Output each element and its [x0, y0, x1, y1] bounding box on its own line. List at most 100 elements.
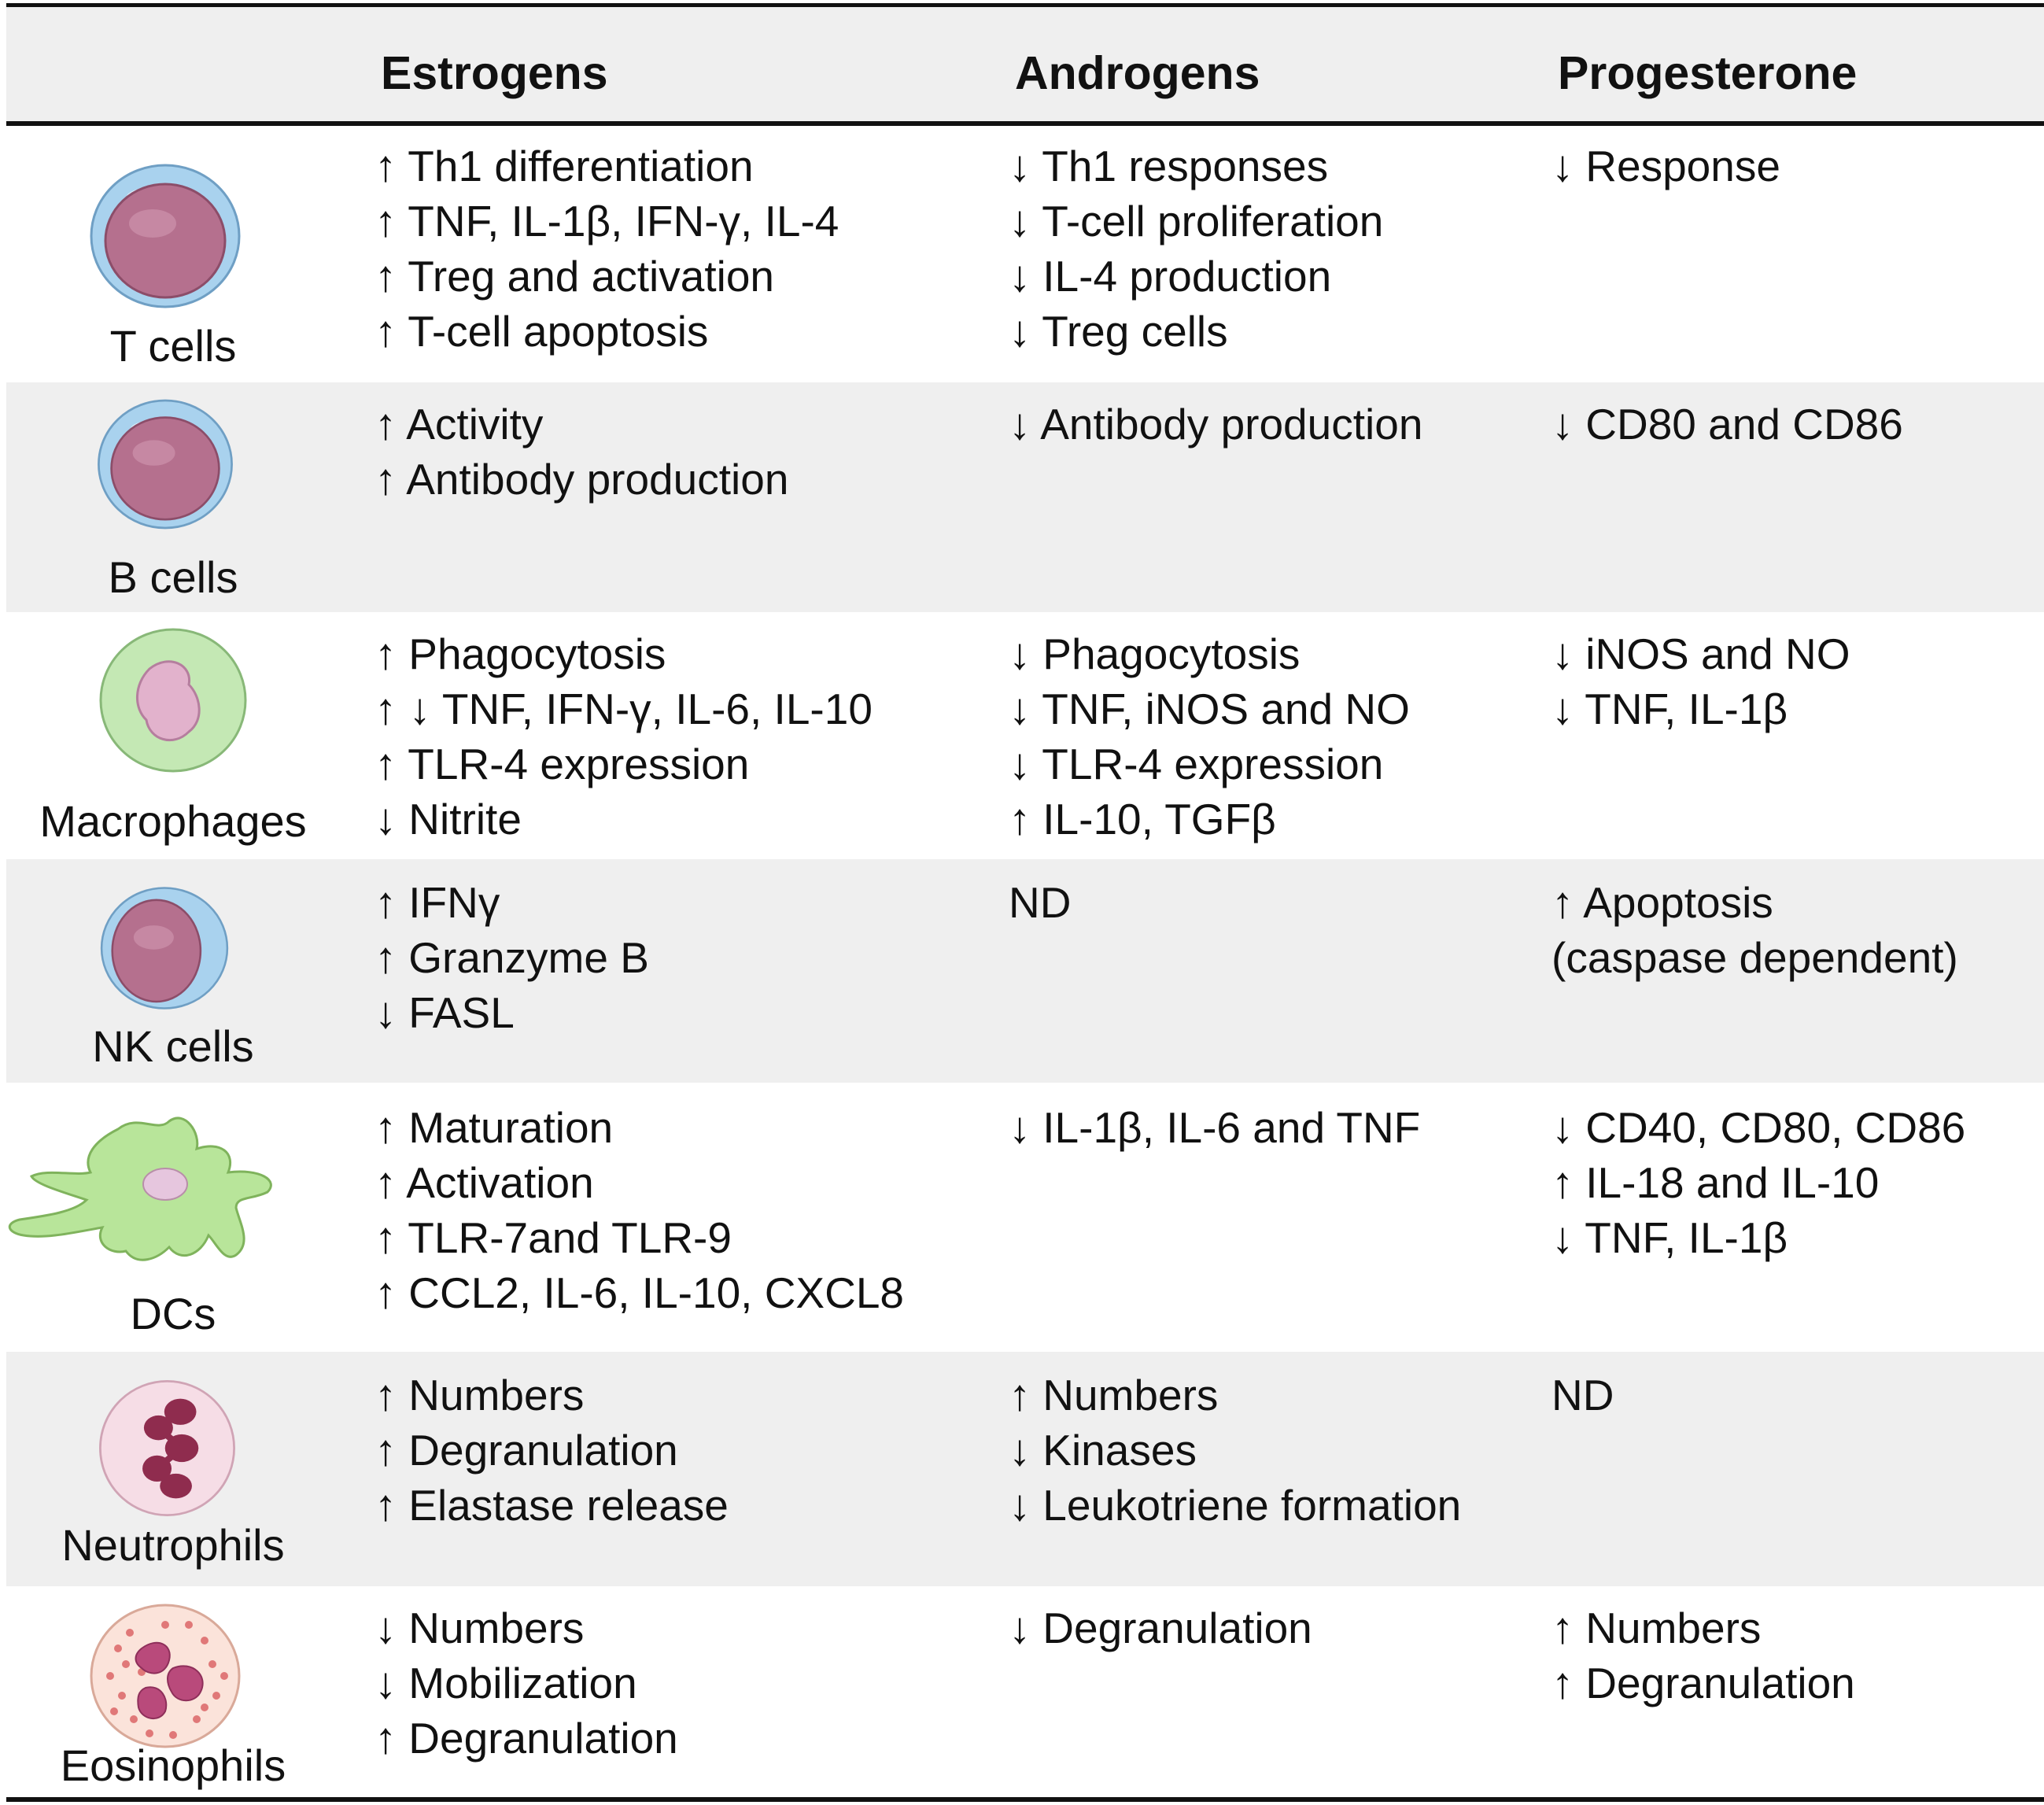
down-arrow-icon: ↓: [374, 794, 397, 843]
granule: [220, 1672, 228, 1680]
effect-text: IL-18 and IL-10: [1585, 1158, 1880, 1207]
granule: [122, 1660, 130, 1668]
arrow-gap: [1574, 1103, 1585, 1152]
arrow-gap: [1031, 1604, 1042, 1652]
effect-text: FASL: [408, 988, 515, 1037]
granule: [212, 1692, 220, 1700]
arrow-gap: [397, 1103, 408, 1152]
effect-text: Numbers: [1042, 1371, 1219, 1419]
up-arrow-icon: ↑: [1009, 1370, 1031, 1419]
arrow-gap: [397, 988, 408, 1037]
effect-line: ↓ TLR-4 expression: [1009, 736, 1410, 792]
up-arrow-icon: ↑: [374, 1268, 397, 1317]
estrogens-effects-cell: ↑ Activity↑ Antibody production: [374, 397, 788, 507]
androgens-effects-cell: ↓ Phagocytosis↓ TNF, iNOS and NO↓ TLR-4 …: [1009, 626, 1410, 847]
up-arrow-icon: ↑: [374, 251, 397, 301]
arrow-gap: [397, 629, 408, 678]
arrow-gap: [397, 1604, 408, 1652]
cell-nucleus: [111, 899, 202, 1003]
effect-text: Treg and activation: [408, 252, 775, 301]
progesterone-effects-cell: ND: [1551, 1368, 1614, 1423]
granule: [146, 1729, 153, 1737]
effect-line: ↓ FASL: [374, 985, 649, 1040]
cell-type-label: T cells: [109, 321, 237, 371]
down-arrow-icon: ↓: [374, 1658, 397, 1707]
effect-line: ↓ Phagocytosis: [1009, 626, 1410, 681]
arrow-gap: [1574, 685, 1585, 733]
up-arrow-icon: ↑: [374, 1713, 397, 1763]
effect-text: TNF, IL-1β: [1585, 685, 1788, 733]
effect-text: Elastase release: [408, 1481, 729, 1530]
granule: [185, 1621, 193, 1629]
arrow-gap: [397, 307, 408, 356]
effect-line: ↑ Granzyme B: [374, 930, 649, 985]
nucleus-lobe: [167, 1665, 204, 1702]
effect-text: TLR-4 expression: [408, 740, 750, 788]
effect-text: Leukotriene formation: [1042, 1481, 1462, 1530]
androgens-effects-cell: ↓ Antibody production: [1009, 397, 1422, 452]
granule: [201, 1703, 208, 1711]
granule: [110, 1707, 118, 1715]
nucleus-lobe: [135, 1641, 171, 1674]
down-arrow-icon: ↓: [1009, 684, 1031, 733]
effect-text: IL-1β, IL-6 and TNF: [1042, 1103, 1421, 1152]
effect-line: ↓ CD80 and CD86: [1551, 397, 1903, 452]
effect-line: ↑ Th1 differentiation: [374, 138, 839, 194]
up-arrow-icon: ↑: [374, 1370, 397, 1419]
effect-text: Mobilization: [408, 1659, 637, 1707]
effect-line: ↓ TNF, iNOS and NO: [1009, 681, 1410, 736]
down-arrow-icon: ↓: [374, 1603, 397, 1652]
effect-line: ↓ Response: [1551, 138, 1780, 194]
effect-line: ↑ Apoptosis: [1551, 875, 1958, 930]
cell-type-label: B cells: [108, 552, 238, 602]
estrogens-effects-cell: ↑ IFNγ↑ Granzyme B↓ FASL: [374, 875, 649, 1040]
effect-text: Degranulation: [1042, 1604, 1312, 1652]
up-arrow-icon: ↑: [374, 629, 397, 678]
arrow-gap: [397, 1371, 408, 1419]
down-arrow-icon: ↓: [1009, 1102, 1031, 1152]
up-arrow-icon: ↑: [1551, 877, 1574, 927]
effect-text: T-cell apoptosis: [408, 307, 709, 356]
effect-text: Th1 responses: [1042, 142, 1329, 190]
estrogens-effects-cell: ↑ Numbers↑ Degranulation↑ Elastase relea…: [374, 1368, 729, 1533]
up-arrow-icon: ↑: [374, 141, 397, 190]
arrow-gap: [397, 197, 408, 245]
arrow-gap: [397, 1268, 408, 1317]
granule: [169, 1731, 177, 1739]
effect-text: TNF, iNOS and NO: [1042, 685, 1410, 733]
estrogens-effects-cell: ↑ Phagocytosis↑ ↓ TNF, IFN-γ, IL-6, IL-1…: [374, 626, 873, 847]
nucleus-highlight: [132, 440, 175, 466]
granule: [193, 1715, 201, 1723]
effect-text: TLR-7and TLR-9: [408, 1213, 732, 1262]
effect-text: Numbers: [408, 1604, 585, 1652]
up-arrow-icon: ↑: [374, 1102, 397, 1152]
up-arrow-icon: ↑: [1551, 1658, 1574, 1707]
arrow-gap: [1031, 795, 1042, 843]
effect-line: ↑ TLR-4 expression: [374, 736, 873, 792]
nucleus-highlight: [133, 925, 174, 950]
up-down-arrow-icon: ↑ ↓: [374, 684, 431, 733]
effect-text: Granzyme B: [408, 933, 649, 982]
effect-line: ↑ Numbers: [1009, 1368, 1461, 1423]
b-cell-icon: [98, 399, 233, 530]
effect-line: ↑ Activity: [374, 397, 788, 452]
table-row: [6, 1352, 2044, 1586]
granule: [208, 1660, 216, 1668]
arrow-gap: [397, 1158, 406, 1207]
effect-text: IFNγ: [408, 878, 500, 927]
effect-text: Response: [1585, 142, 1780, 190]
column-header-androgens: Androgens: [1015, 47, 1260, 99]
up-arrow-icon: ↑: [374, 932, 397, 982]
effect-line: ↑ CCL2, IL-6, IL-10, CXCL8: [374, 1265, 904, 1320]
effect-line: ↑ Elastase release: [374, 1478, 729, 1533]
arrow-gap: [397, 1213, 408, 1262]
estrogens-effects-cell: ↑ Th1 differentiation↑ TNF, IL-1β, IFN-γ…: [374, 138, 839, 359]
androgens-effects-cell: ND: [1009, 875, 1071, 930]
arrow-gap: [397, 1714, 408, 1763]
granule: [106, 1672, 114, 1680]
effect-line: ↑ IL-18 and IL-10: [1551, 1155, 1965, 1210]
arrow-gap: [1031, 685, 1042, 733]
effect-text: Degranulation: [1585, 1659, 1855, 1707]
arrow-gap: [1031, 740, 1042, 788]
arrow-gap: [397, 878, 408, 927]
